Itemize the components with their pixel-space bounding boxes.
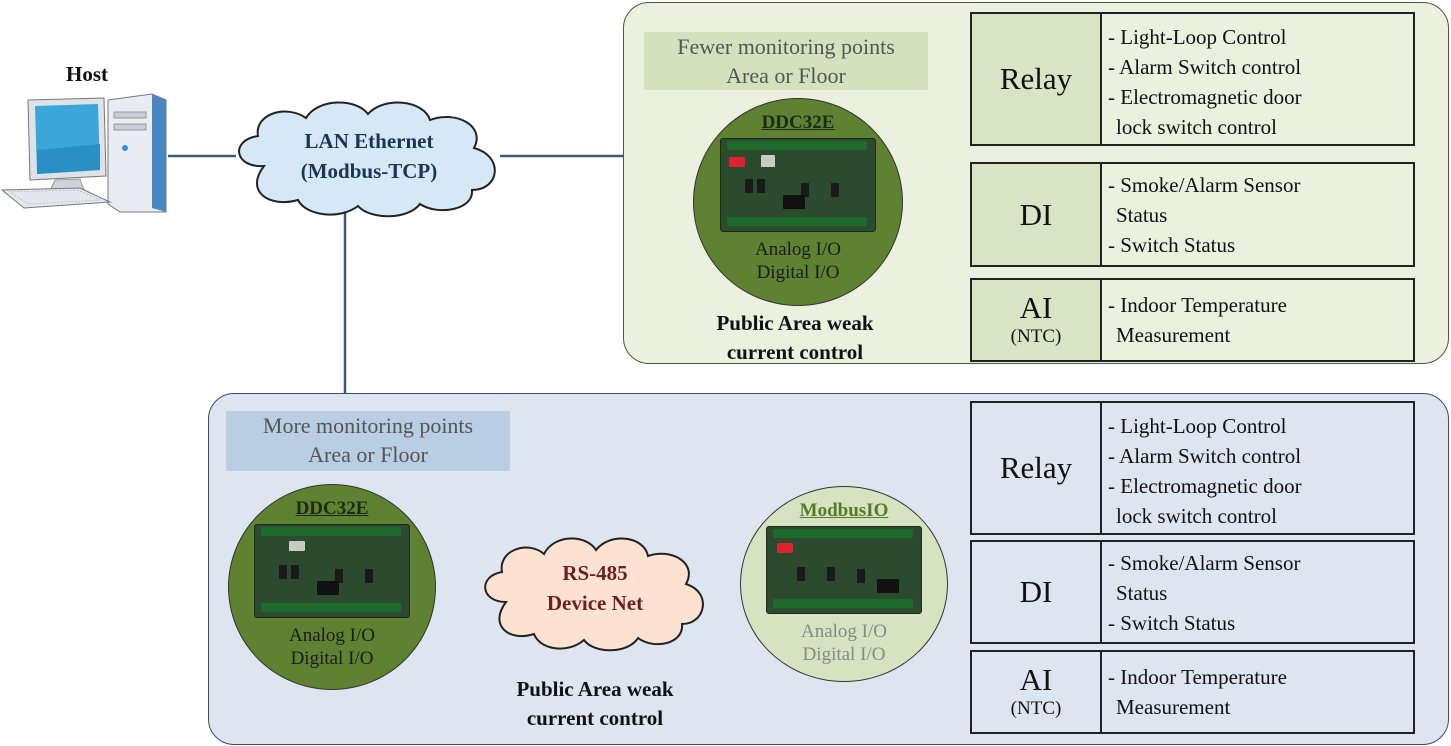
bottom-ai-item: Measurement <box>1116 695 1231 719</box>
top-di-table: DI - Smoke/Alarm Sensor Status - Switch … <box>970 162 1415 267</box>
bottom-relay-item: lock switch control <box>1116 504 1277 528</box>
host-label: Host <box>66 62 108 86</box>
top-relay-item: - Alarm Switch control <box>1108 55 1302 79</box>
bottom-relay-item: - Alarm Switch control <box>1108 444 1302 468</box>
top-ai-label: AI <box>1019 290 1053 325</box>
top-relay-item: - Light-Loop Control <box>1108 25 1287 49</box>
bottom-device1-name: DDC32E <box>295 498 369 519</box>
io-module-board-icon <box>766 526 922 614</box>
bottom-ai-label: AI <box>1019 662 1053 697</box>
bottom-di-item: - Switch Status <box>1108 611 1236 635</box>
rs485-label-line1: RS-485 <box>562 561 628 585</box>
top-ai-table: AI (NTC) - Indoor Temperature Measuremen… <box>970 278 1415 362</box>
bottom-relay-label: Relay <box>972 403 1102 533</box>
bottom-ai-table: AI (NTC) - Indoor Temperature Measuremen… <box>970 650 1415 734</box>
bottom-modbusio-device: ModbusIO Analog I/O Digital I/O <box>740 486 948 682</box>
top-ai-sub: (NTC) <box>1010 326 1062 347</box>
lan-cloud-label: LAN Ethernet (Modbus-TCP) <box>236 126 502 186</box>
bottom-relay-item: - Electromagnetic door <box>1108 474 1302 498</box>
bottom-device2-io-line1: Analog I/O <box>800 621 887 642</box>
top-di-items: - Smoke/Alarm Sensor Status - Switch Sta… <box>1102 164 1413 265</box>
top-device-io-line2: Digital I/O <box>756 262 840 283</box>
bottom-device2-name: ModbusIO <box>799 500 889 521</box>
rs485-label-line2: Device Net <box>546 591 644 615</box>
bottom-caption-line2: current control <box>526 706 664 730</box>
bottom-caption-line1: Public Area weak <box>516 677 674 701</box>
controller-board-icon <box>720 138 876 232</box>
top-device-name: DDC32E <box>761 112 835 133</box>
top-ai-item: - Indoor Temperature <box>1108 293 1287 317</box>
top-tag-line2: Area or Floor <box>726 63 846 88</box>
rs485-cloud-label: RS-485 Device Net <box>490 558 700 618</box>
top-ai-item: Measurement <box>1116 323 1231 347</box>
lan-label-line1: LAN Ethernet <box>304 129 434 153</box>
top-relay-items: - Light-Loop Control - Alarm Switch cont… <box>1102 14 1413 144</box>
bottom-di-items: - Smoke/Alarm Sensor Status - Switch Sta… <box>1102 542 1413 642</box>
bottom-ai-item: - Indoor Temperature <box>1108 665 1287 689</box>
rs485-cloud-shape <box>484 537 704 652</box>
top-relay-table: Relay - Light-Loop Control - Alarm Switc… <box>970 12 1415 146</box>
top-tag-line1: Fewer monitoring points <box>677 34 895 59</box>
bottom-di-item: Status <box>1116 581 1168 605</box>
top-ai-items: - Indoor Temperature Measurement <box>1102 280 1413 360</box>
bottom-device1-io-line2: Digital I/O <box>290 648 374 669</box>
bottom-ddc32e-device: DDC32E Analog I/O Digital I/O <box>228 484 436 690</box>
top-di-label: DI <box>972 164 1102 265</box>
top-di-item: - Smoke/Alarm Sensor <box>1108 173 1301 197</box>
top-ai-cell: AI (NTC) <box>972 280 1102 360</box>
bottom-ai-items: - Indoor Temperature Measurement <box>1102 652 1413 732</box>
top-di-item: Status <box>1116 203 1168 227</box>
top-area-tag: Fewer monitoring points Area or Floor <box>644 32 928 90</box>
bottom-device1-io-line1: Analog I/O <box>288 625 375 646</box>
bottom-tag-line2: Area or Floor <box>308 442 428 467</box>
top-ddc32e-device: DDC32E Analog I/O Digital I/O <box>693 98 903 306</box>
bottom-ai-cell: AI (NTC) <box>972 652 1102 732</box>
lan-label-line2: (Modbus-TCP) <box>300 159 438 183</box>
top-caption-line1: Public Area weak <box>716 311 874 335</box>
computer-icon <box>0 93 167 213</box>
controller-board-icon <box>254 524 410 618</box>
bottom-ai-sub: (NTC) <box>1010 698 1062 719</box>
bottom-relay-items: - Light-Loop Control - Alarm Switch cont… <box>1102 403 1413 533</box>
bottom-di-table: DI - Smoke/Alarm Sensor Status - Switch … <box>970 540 1415 644</box>
bottom-di-label: DI <box>972 542 1102 642</box>
bottom-device2-io-line2: Digital I/O <box>802 644 886 665</box>
bottom-relay-item: - Light-Loop Control <box>1108 414 1287 438</box>
bottom-caption: Public Area weak current control <box>480 675 710 733</box>
top-device-io-line1: Analog I/O <box>754 239 841 260</box>
top-relay-item: - Electromagnetic door <box>1108 85 1302 109</box>
top-di-item: - Switch Status <box>1108 233 1236 257</box>
top-caption-line2: current control <box>726 340 864 364</box>
bottom-relay-table: Relay - Light-Loop Control - Alarm Switc… <box>970 401 1415 535</box>
top-relay-item: lock switch control <box>1116 115 1277 139</box>
bottom-tag-line1: More monitoring points <box>262 413 474 438</box>
bottom-area-tag: More monitoring points Area or Floor <box>226 411 510 471</box>
bottom-di-item: - Smoke/Alarm Sensor <box>1108 551 1301 575</box>
top-caption: Public Area weak current control <box>680 309 910 367</box>
top-relay-label: Relay <box>972 14 1102 144</box>
lan-cloud-shape <box>238 101 496 218</box>
